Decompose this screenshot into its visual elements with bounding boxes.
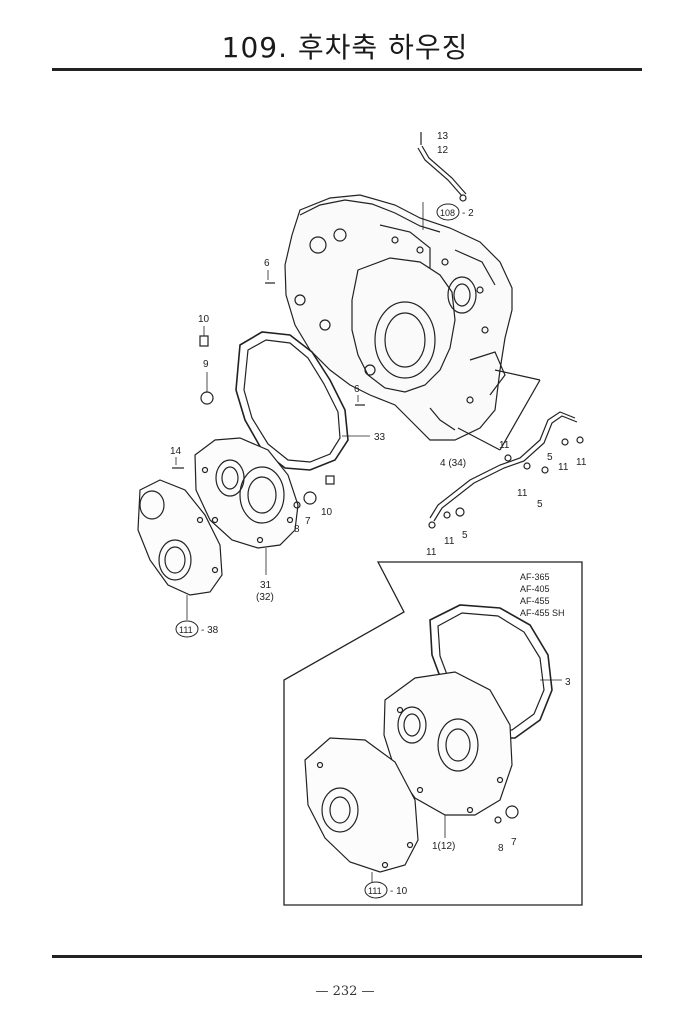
callout-3: 3 <box>565 677 571 688</box>
callout-5-a: 5 <box>547 452 553 463</box>
callout-38: - 38 <box>201 625 219 636</box>
callout-9: 9 <box>203 359 209 370</box>
page-number: — 232 — <box>315 984 375 999</box>
callout-11-a: 11 <box>499 440 510 451</box>
callout-108: 108 <box>440 208 455 218</box>
inset-cover-10 <box>304 737 419 873</box>
callout-10-inset: - 10 <box>390 886 408 897</box>
bottom-rule <box>52 955 642 958</box>
oil-pipe-top <box>417 132 467 202</box>
callout-111-b: 111 <box>368 886 382 896</box>
model-label: AF-455 SH <box>520 608 565 618</box>
callout-32: (32) <box>256 592 274 603</box>
callout-10-lower: 10 <box>321 507 333 518</box>
leader-lines <box>175 202 562 882</box>
model-label: AF-455 <box>520 596 550 606</box>
callout-111-a: 111 <box>179 625 193 635</box>
callout-1-12: 1(12) <box>432 841 455 852</box>
callout-33: 33 <box>374 432 386 443</box>
callout-14: 14 <box>170 446 182 457</box>
callout-5-c: 5 <box>462 530 468 541</box>
callout-11-f: 11 <box>426 547 437 558</box>
page-title: 109. 후차축 하우징 <box>221 31 469 64</box>
callout-31: 31 <box>260 580 272 591</box>
model-label: AF-365 <box>520 572 550 582</box>
callout-6-upper: 6 <box>264 258 270 269</box>
model-label: AF-405 <box>520 584 550 594</box>
callout-10-upper: 10 <box>198 314 210 325</box>
model-inset-frame <box>283 561 583 906</box>
callout-13: 13 <box>437 131 449 142</box>
callout-8-upper: 8 <box>294 524 300 535</box>
callout-7-upper: 7 <box>305 516 311 527</box>
cover-31 <box>194 437 299 549</box>
oil-pipe-side <box>428 369 584 529</box>
callout-2: - 2 <box>462 208 474 219</box>
callout-5-b: 5 <box>537 499 543 510</box>
cover-38 <box>137 479 223 596</box>
callout-4-34: 4 (34) <box>440 458 466 469</box>
callout-12: 12 <box>437 145 449 156</box>
model-list: AF-365 AF-405 AF-455 AF-455 SH <box>520 572 565 618</box>
callout-11-e: 11 <box>444 536 455 547</box>
callout-circles <box>175 203 460 899</box>
callout-6-lower: 6 <box>354 384 360 395</box>
callout-11-b: 11 <box>558 462 569 473</box>
callout-11-d: 11 <box>517 488 528 499</box>
callout-11-c: 11 <box>576 457 587 468</box>
callout-8-lower: 8 <box>498 843 504 854</box>
gasket-33 <box>235 331 349 471</box>
rear-axle-housing <box>284 194 513 441</box>
top-rule <box>52 68 642 71</box>
callout-7-lower: 7 <box>511 837 517 848</box>
